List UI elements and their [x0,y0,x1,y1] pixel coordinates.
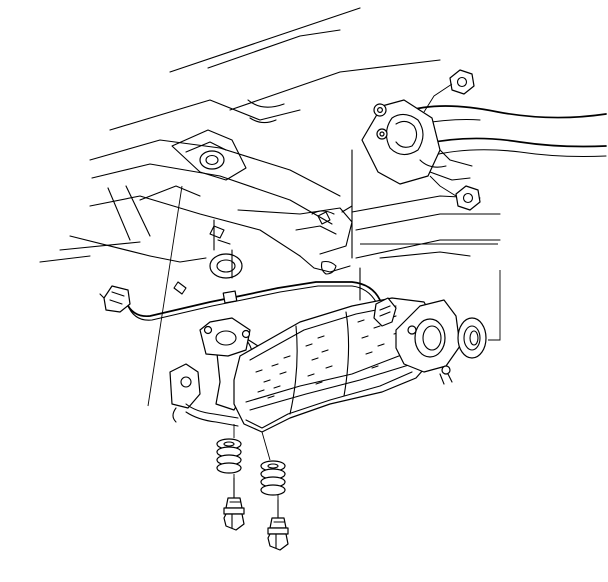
oxygen-sensor-harness [99,255,381,321]
hanger-bracket [169,363,239,427]
exhaust-flange-icon [395,299,461,385]
catalytic-converter [215,297,487,433]
harness-clip [222,290,238,304]
gasket-ring-icon [457,317,487,359]
oxygen-sensor-icon [373,297,397,327]
bolt-icon [223,477,245,531]
coil-spring-icon [216,438,242,474]
sensor-connector-icon [99,285,131,313]
gasket-ring-icon [199,150,243,279]
front-pipe-flange [199,317,251,357]
front-pipe-flange-plate [361,99,441,185]
coil-spring-icon [260,460,286,496]
hex-nut-icon [449,69,475,95]
hex-nut-icon [455,185,481,211]
front-pipe-assembly [360,69,607,341]
